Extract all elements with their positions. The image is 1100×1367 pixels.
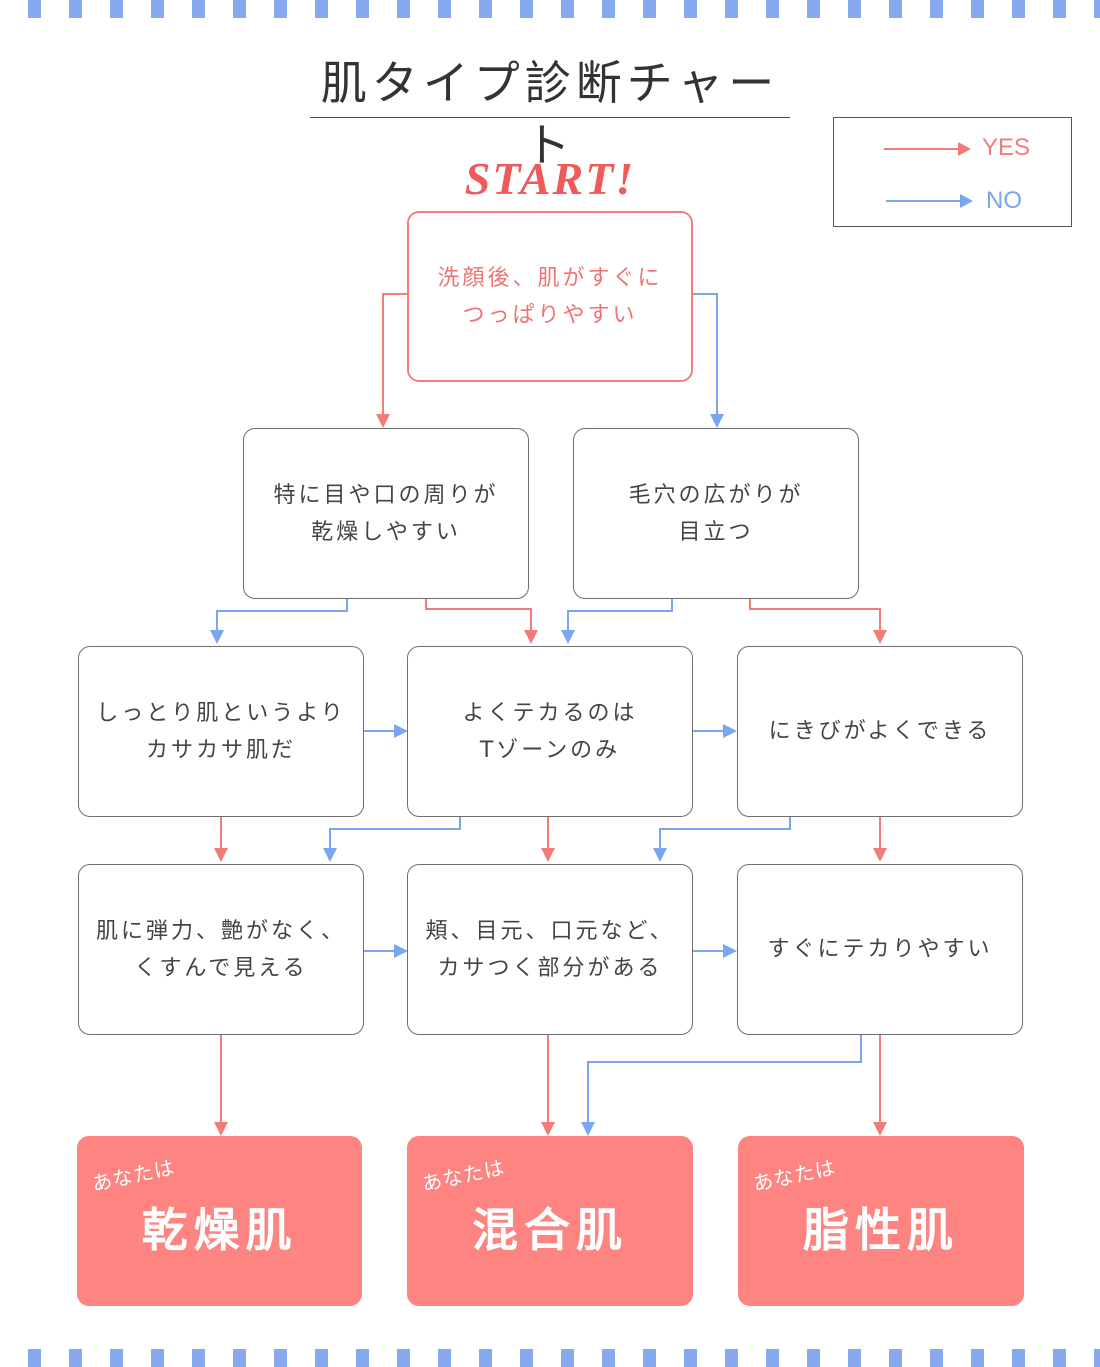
- top-dashed-border: [0, 0, 1100, 18]
- result-box-dry: あなたは 乾燥肌: [77, 1136, 362, 1306]
- result-box-oily: あなたは 脂性肌: [738, 1136, 1024, 1306]
- question-text: 頬、目元、口元など、 カサつく部分がある: [425, 918, 675, 981]
- question-box-q3: 毛穴の広がりが 目立つ: [573, 428, 859, 599]
- question-box-q9: すぐにテカりやすい: [737, 864, 1023, 1035]
- question-text: すぐにテカりやすい: [767, 937, 993, 962]
- question-text: 特に目や口の周りが 乾燥しやすい: [273, 482, 499, 545]
- question-box-q5: よくテカるのは Tゾーンのみ: [407, 646, 693, 817]
- question-text: しっとり肌というより カサカサ肌だ: [96, 700, 346, 763]
- question-text: 洗顔後、肌がすぐに つっぱりやすい: [437, 265, 663, 328]
- result-type: 乾燥肌: [141, 1203, 298, 1257]
- title-underline: [310, 117, 790, 118]
- start-label: START!: [464, 153, 636, 204]
- result-type: 脂性肌: [803, 1203, 959, 1257]
- question-box-q6: にきびがよくできる: [737, 646, 1023, 817]
- yes-arrowheads: [214, 414, 887, 1136]
- result-type: 混合肌: [472, 1203, 628, 1257]
- question-box-q2: 特に目や口の周りが 乾燥しやすい: [243, 428, 529, 599]
- result-prefix: あなたは: [89, 1155, 177, 1197]
- question-text: 毛穴の広がりが 目立つ: [628, 482, 804, 545]
- question-text: にきびがよくできる: [768, 719, 992, 744]
- question-box-q4: しっとり肌というより カサカサ肌だ: [78, 646, 364, 817]
- question-box-q8: 頬、目元、口元など、 カサつく部分がある: [407, 864, 693, 1035]
- chart-title: 肌タイプ診断チャート: [320, 56, 780, 172]
- question-text: 肌に弾力、艶がなく、 くすんで見える: [95, 918, 346, 981]
- legend: YES NO: [833, 117, 1072, 227]
- result-prefix: あなたは: [750, 1155, 838, 1197]
- yes-arrows: [220, 293, 881, 1124]
- question-text: よくテカるのは Tゾーンのみ: [462, 700, 638, 763]
- no-arrows: [216, 293, 862, 1124]
- legend-arrows: [884, 142, 973, 208]
- question-box-q1: 洗顔後、肌がすぐに つっぱりやすい: [407, 211, 693, 382]
- result-box-combination: あなたは 混合肌: [407, 1136, 693, 1306]
- question-box-q7: 肌に弾力、艶がなく、 くすんで見える: [78, 864, 364, 1035]
- bottom-dashed-border: [0, 1349, 1100, 1367]
- result-prefix: あなたは: [419, 1155, 507, 1197]
- no-arrowheads: [210, 414, 737, 1136]
- legend-no-label: NO: [986, 187, 1022, 214]
- legend-yes-label: YES: [982, 134, 1031, 161]
